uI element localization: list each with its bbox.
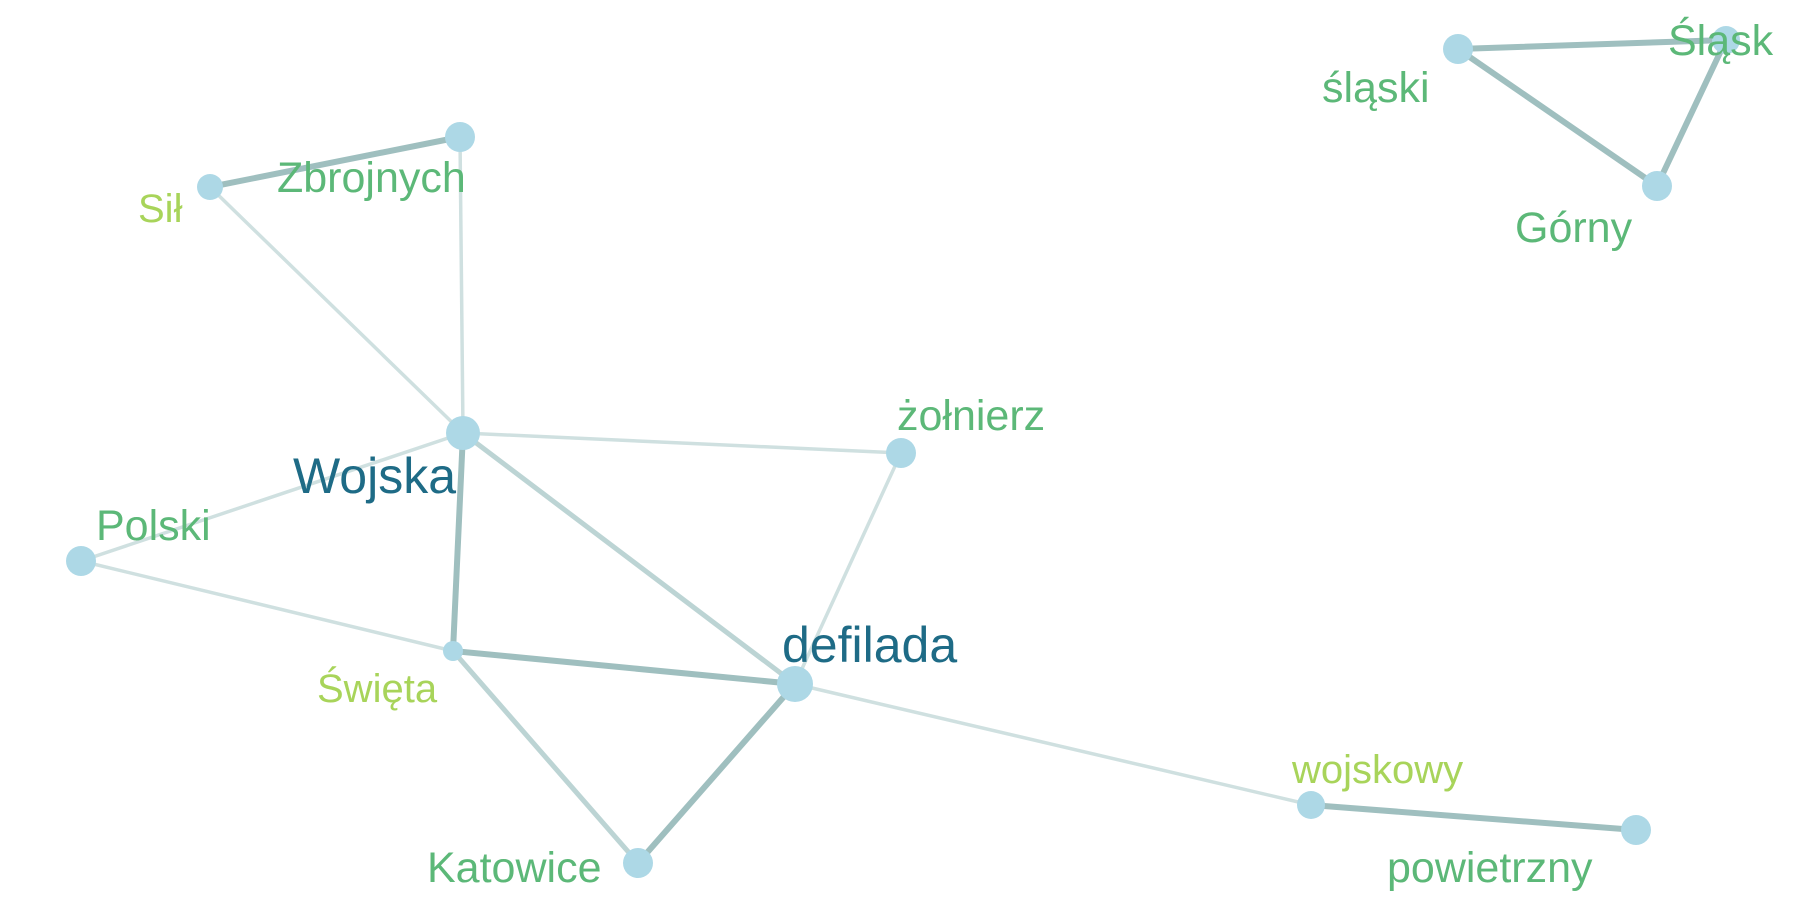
edge-wojska-swieta: [450, 430, 466, 654]
edges-layer: [79, 37, 1729, 866]
node-label-katowice: Katowice: [427, 844, 601, 892]
edge-zbrojnych-wojska: [458, 135, 465, 435]
node-label-slaski: śląski: [1322, 64, 1430, 112]
edge-defilada-katowice: [635, 681, 798, 866]
edge-wojska-defilada: [460, 430, 798, 687]
node-label-defilada: defilada: [782, 617, 957, 673]
node-defilada: [777, 666, 813, 702]
node-wojska: [446, 416, 480, 450]
edge-polski-swieta: [79, 559, 455, 653]
node-gorny: [1642, 171, 1672, 201]
node-slask: [1712, 26, 1740, 54]
edge-wojska-polski: [79, 431, 465, 563]
edge-defilada-wojskowy: [793, 682, 1313, 807]
node-label-swieta: Święta: [317, 665, 438, 711]
edge-slask-gorny: [1654, 37, 1729, 189]
edge-wojska-zolnierz: [461, 431, 903, 455]
edge-swieta-katowice: [450, 648, 641, 866]
node-powietrzny: [1621, 815, 1651, 845]
node-label-zbrojnych: Zbrojnych: [277, 154, 466, 202]
edge-swieta-defilada: [450, 648, 798, 687]
node-label-gorny: Górny: [1515, 204, 1633, 252]
node-zbrojnych: [445, 122, 475, 152]
edge-wojskowy-powietrzny: [1308, 802, 1639, 833]
edge-sil-zbrojnych: [207, 134, 463, 190]
node-label-powietrzny: powietrzny: [1387, 844, 1593, 892]
node-label-slask: Śląsk: [1668, 16, 1774, 65]
node-swieta: [443, 641, 463, 661]
node-sil: [197, 174, 223, 200]
node-label-wojska: Wojska: [293, 448, 456, 504]
node-katowice: [623, 848, 653, 878]
node-label-polski: Polski: [96, 502, 211, 550]
nodes-layer: [66, 26, 1740, 878]
node-label-sil: Sił: [138, 187, 183, 231]
node-label-wojskowy: wojskowy: [1291, 748, 1463, 792]
edge-slaski-gorny: [1455, 46, 1660, 189]
edge-sil-wojska: [208, 185, 465, 435]
node-label-zolnierz: żołnierz: [897, 392, 1045, 440]
edge-slaski-slask: [1455, 37, 1729, 52]
node-zolnierz: [886, 438, 916, 468]
edge-zolnierz-defilada: [793, 451, 903, 686]
node-slaski: [1443, 34, 1473, 64]
node-polski: [66, 546, 96, 576]
node-wojskowy: [1297, 791, 1325, 819]
